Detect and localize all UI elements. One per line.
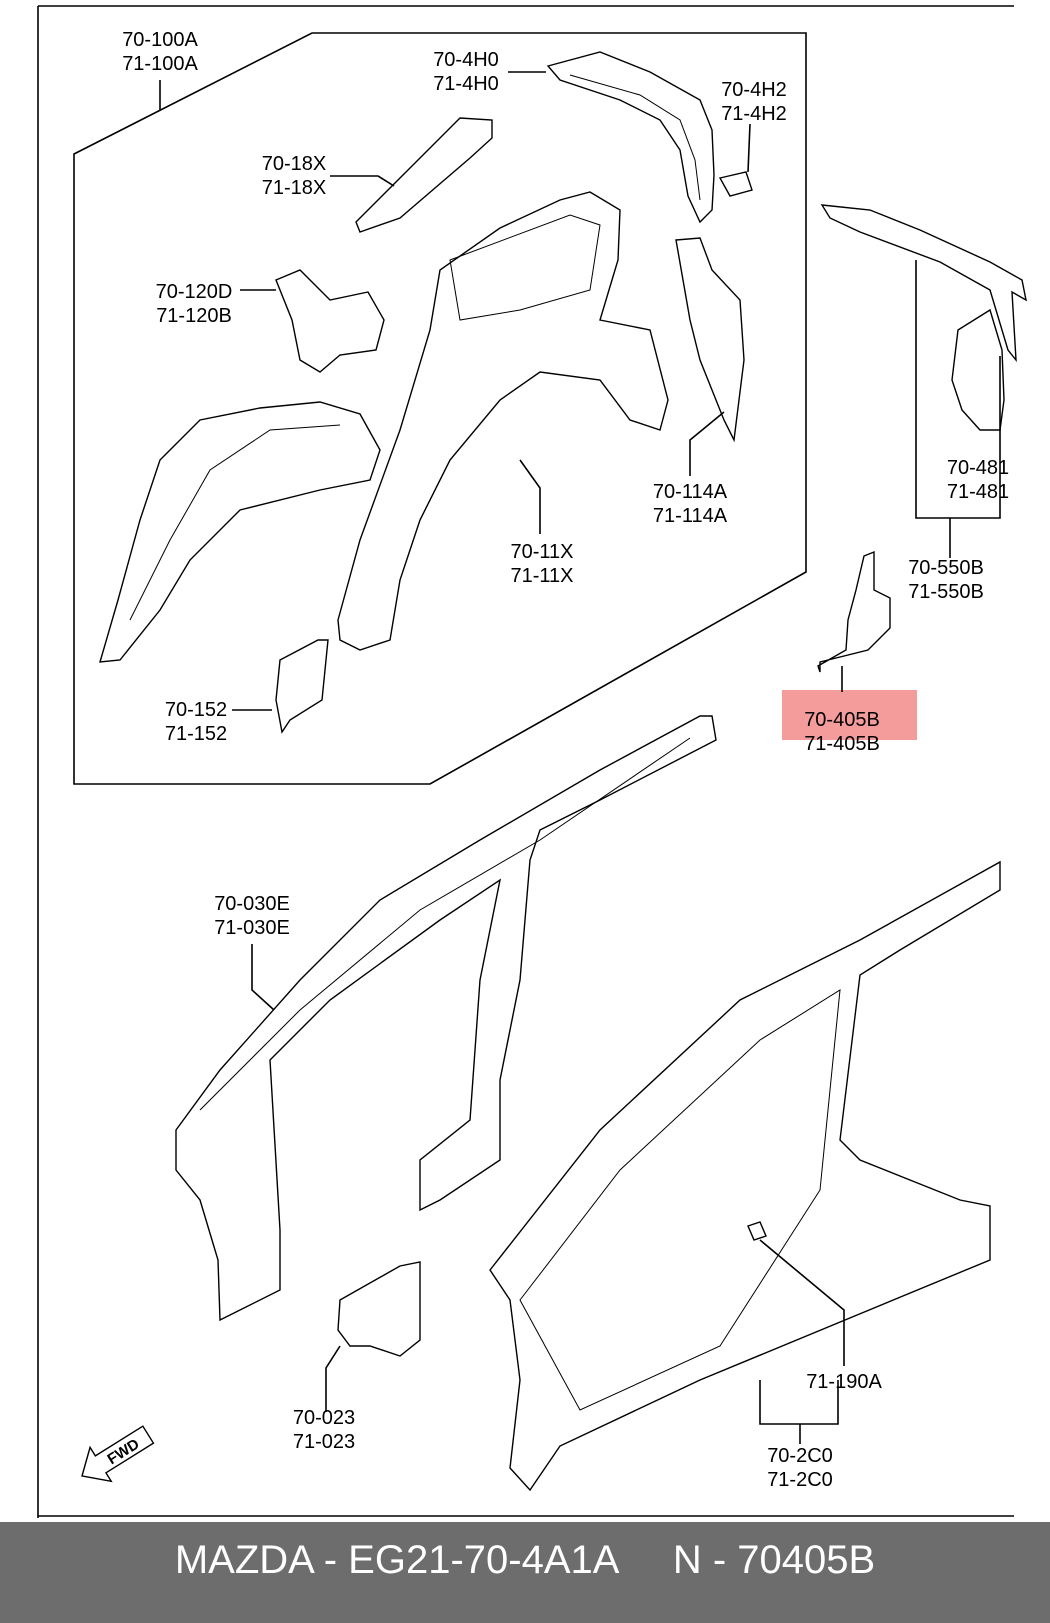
part-120d (275, 269, 385, 373)
part-023 (337, 1261, 421, 1357)
part-wheelhouse-inner (99, 401, 381, 663)
leader-18x (330, 175, 395, 187)
part-2c0 (489, 860, 1001, 1492)
leader-550b (915, 260, 1001, 519)
part-190a (747, 1221, 767, 1241)
group-box (73, 32, 807, 785)
part-550b (820, 204, 1027, 363)
leader-4h2 (747, 123, 751, 173)
part-2c0-door-opening (519, 989, 841, 1411)
part-4h0-detail (569, 74, 701, 201)
part-030e-detail (199, 737, 691, 1111)
part-18x (355, 117, 493, 233)
leader-023 (325, 1345, 341, 1412)
fwd-arrow-icon: FWD (81, 1425, 155, 1483)
leader-114a (689, 411, 725, 476)
fwd-arrow-shape (81, 1425, 155, 1483)
part-114a (675, 237, 745, 443)
part-4h0 (546, 51, 715, 224)
highlight-box (782, 690, 917, 740)
part-481 (951, 308, 1005, 431)
part-11x (337, 191, 669, 651)
leader-030e (251, 944, 275, 1011)
part-030e (175, 715, 717, 1322)
caption: MAZDA - EG21-70-4A1A N - 70405B (174, 1538, 876, 1582)
leader-2c0 (759, 1380, 839, 1425)
part-152 (275, 639, 329, 734)
leader-11x (519, 459, 541, 534)
part-405b (817, 550, 891, 673)
callout-190a: 71-190A (806, 1371, 882, 1393)
part-4h2 (718, 171, 753, 197)
part-wheelhouse-inner-detail (129, 424, 341, 621)
caption-bar (0, 1522, 1050, 1623)
leader-190a (759, 1239, 845, 1366)
part-11x-window (449, 214, 601, 321)
